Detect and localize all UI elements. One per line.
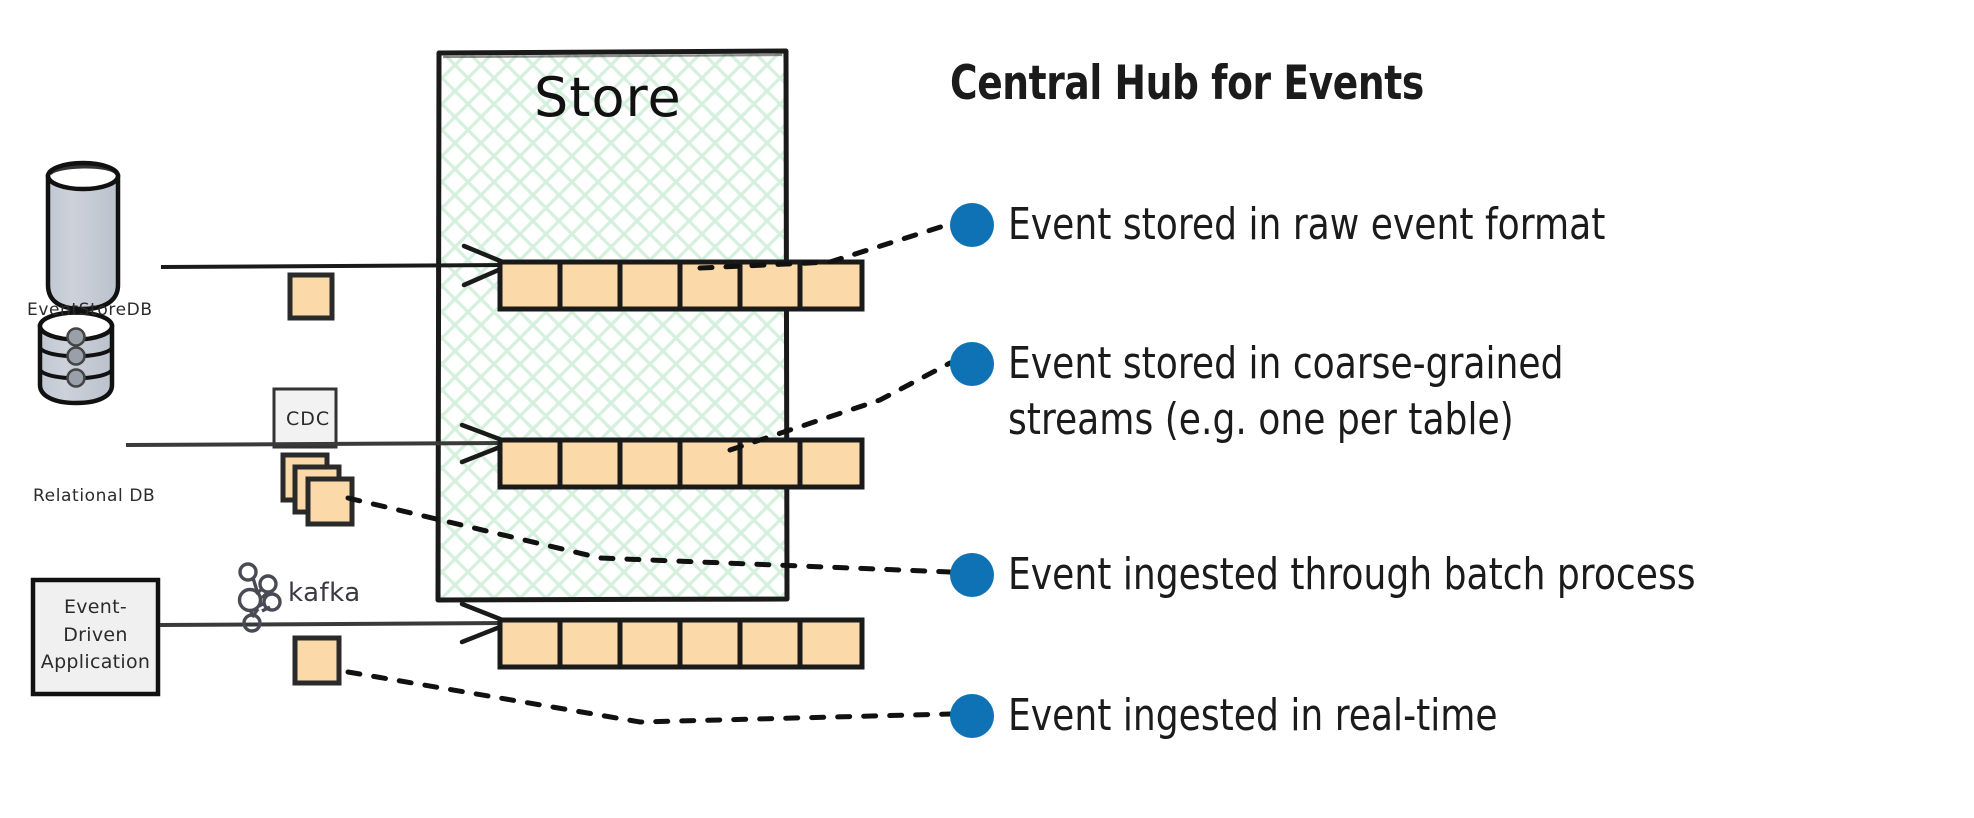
stream-row-raw-event bbox=[497, 259, 865, 312]
database-cylinder-icon bbox=[45, 160, 121, 312]
stream-row-real-time bbox=[497, 617, 865, 670]
application-box-label-text: Event- Driven Application bbox=[40, 596, 151, 674]
stream-row-coarse-grained bbox=[497, 437, 865, 490]
bullet-batch-process: Event ingested through batch process bbox=[950, 547, 1846, 603]
application-box-icon bbox=[30, 577, 161, 697]
event-square-application bbox=[292, 635, 342, 686]
cdc-label: CDC bbox=[286, 408, 331, 430]
event-squares-stacked-relational bbox=[280, 452, 355, 527]
kafka-logo-icon bbox=[237, 562, 282, 633]
application-box-label: Event- Driven Application bbox=[33, 594, 158, 677]
bullet-text: Event ingested in real-time bbox=[1008, 690, 1498, 741]
store-container bbox=[435, 48, 790, 603]
store-title: Store bbox=[534, 66, 682, 129]
bullet-text: Event stored in raw event format bbox=[1008, 199, 1606, 250]
source-label-relational-db: Relational DB bbox=[33, 486, 156, 506]
bullet-text: Event stored in coarse-grained streams (… bbox=[1008, 338, 1564, 445]
panel-heading-wrap: Central Hub for Events bbox=[950, 60, 1960, 107]
bullet-text: Event ingested through batch process bbox=[1008, 549, 1696, 600]
event-square-eventstoredb bbox=[287, 272, 335, 321]
bullet-coarse-grained: Event stored in coarse-grained streams (… bbox=[950, 336, 1685, 448]
bullet-dot-icon bbox=[950, 203, 994, 247]
bullet-dot-icon bbox=[950, 342, 994, 386]
leader-raw-event bbox=[697, 221, 953, 271]
page-title: Central Hub for Events bbox=[950, 56, 1424, 111]
bullet-real-time: Event ingested in real-time bbox=[950, 688, 1605, 744]
kafka-label: kafka bbox=[288, 578, 361, 608]
bullet-raw-format: Event stored in raw event format bbox=[950, 197, 1736, 253]
bullet-dot-icon bbox=[950, 553, 994, 597]
cdc-box-icon bbox=[272, 387, 338, 449]
source-label-eventstoredb: EventStoreDB bbox=[27, 300, 153, 320]
database-stack-icon bbox=[37, 310, 115, 406]
bullet-dot-icon bbox=[950, 694, 994, 738]
